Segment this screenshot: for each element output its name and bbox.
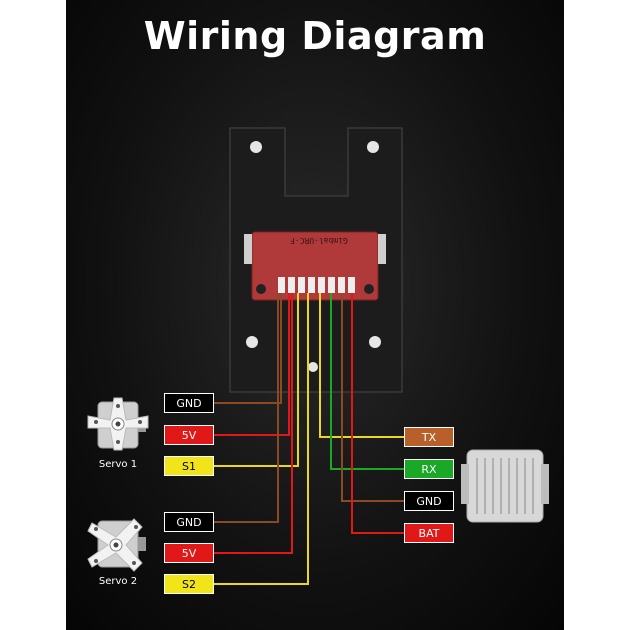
pcb-bracket <box>378 234 386 264</box>
pcb-header-pins <box>278 277 355 293</box>
board-label: Gimbal-URC-F <box>290 236 348 245</box>
servo1-signal-label: S1 <box>164 456 214 476</box>
pin <box>278 277 285 293</box>
pcb-screw <box>364 284 374 294</box>
pin <box>348 277 355 293</box>
servo1-graphic <box>87 397 149 451</box>
pin <box>338 277 345 293</box>
plate-hole <box>250 141 262 153</box>
wire-servo2-5v <box>214 293 293 554</box>
wire-servo1-5v <box>214 293 290 436</box>
plate-hole <box>246 336 258 348</box>
servo2-5v-label: 5V <box>164 543 214 563</box>
plate-hole <box>308 362 318 372</box>
wire-tx <box>319 293 404 438</box>
servo1-5v-label: 5V <box>164 425 214 445</box>
wire-servo1-s1 <box>214 293 299 467</box>
page-title: Wiring Diagram <box>143 14 487 58</box>
wire-servo2-s2 <box>214 293 309 585</box>
pin <box>318 277 325 293</box>
pin <box>298 277 305 293</box>
wire-servo2-gnd <box>214 293 279 523</box>
receiver-module <box>461 449 549 523</box>
servo2-name: Servo 2 <box>98 576 138 587</box>
receiver-tx-label: TX <box>404 427 454 447</box>
servo1-name: Servo 1 <box>98 459 138 470</box>
receiver-rx-label: RX <box>404 459 454 479</box>
pin <box>328 277 335 293</box>
plate-hole <box>369 336 381 348</box>
wire-bat <box>351 293 404 534</box>
plate-hole <box>367 141 379 153</box>
receiver-bat-label: BAT <box>404 523 454 543</box>
pcb-screw <box>256 284 266 294</box>
servo2-signal-label: S2 <box>164 574 214 594</box>
wire-servo1-gnd <box>214 293 282 404</box>
servo1-gnd-label: GND <box>164 393 214 413</box>
servo2-gnd-label: GND <box>164 512 214 532</box>
servo2-graphic <box>87 518 146 572</box>
pin <box>308 277 315 293</box>
wire-rx-gnd <box>341 293 404 502</box>
pcb-bracket <box>244 234 252 264</box>
receiver-gnd-label: GND <box>404 491 454 511</box>
wire-rx <box>330 293 404 470</box>
pin <box>288 277 295 293</box>
